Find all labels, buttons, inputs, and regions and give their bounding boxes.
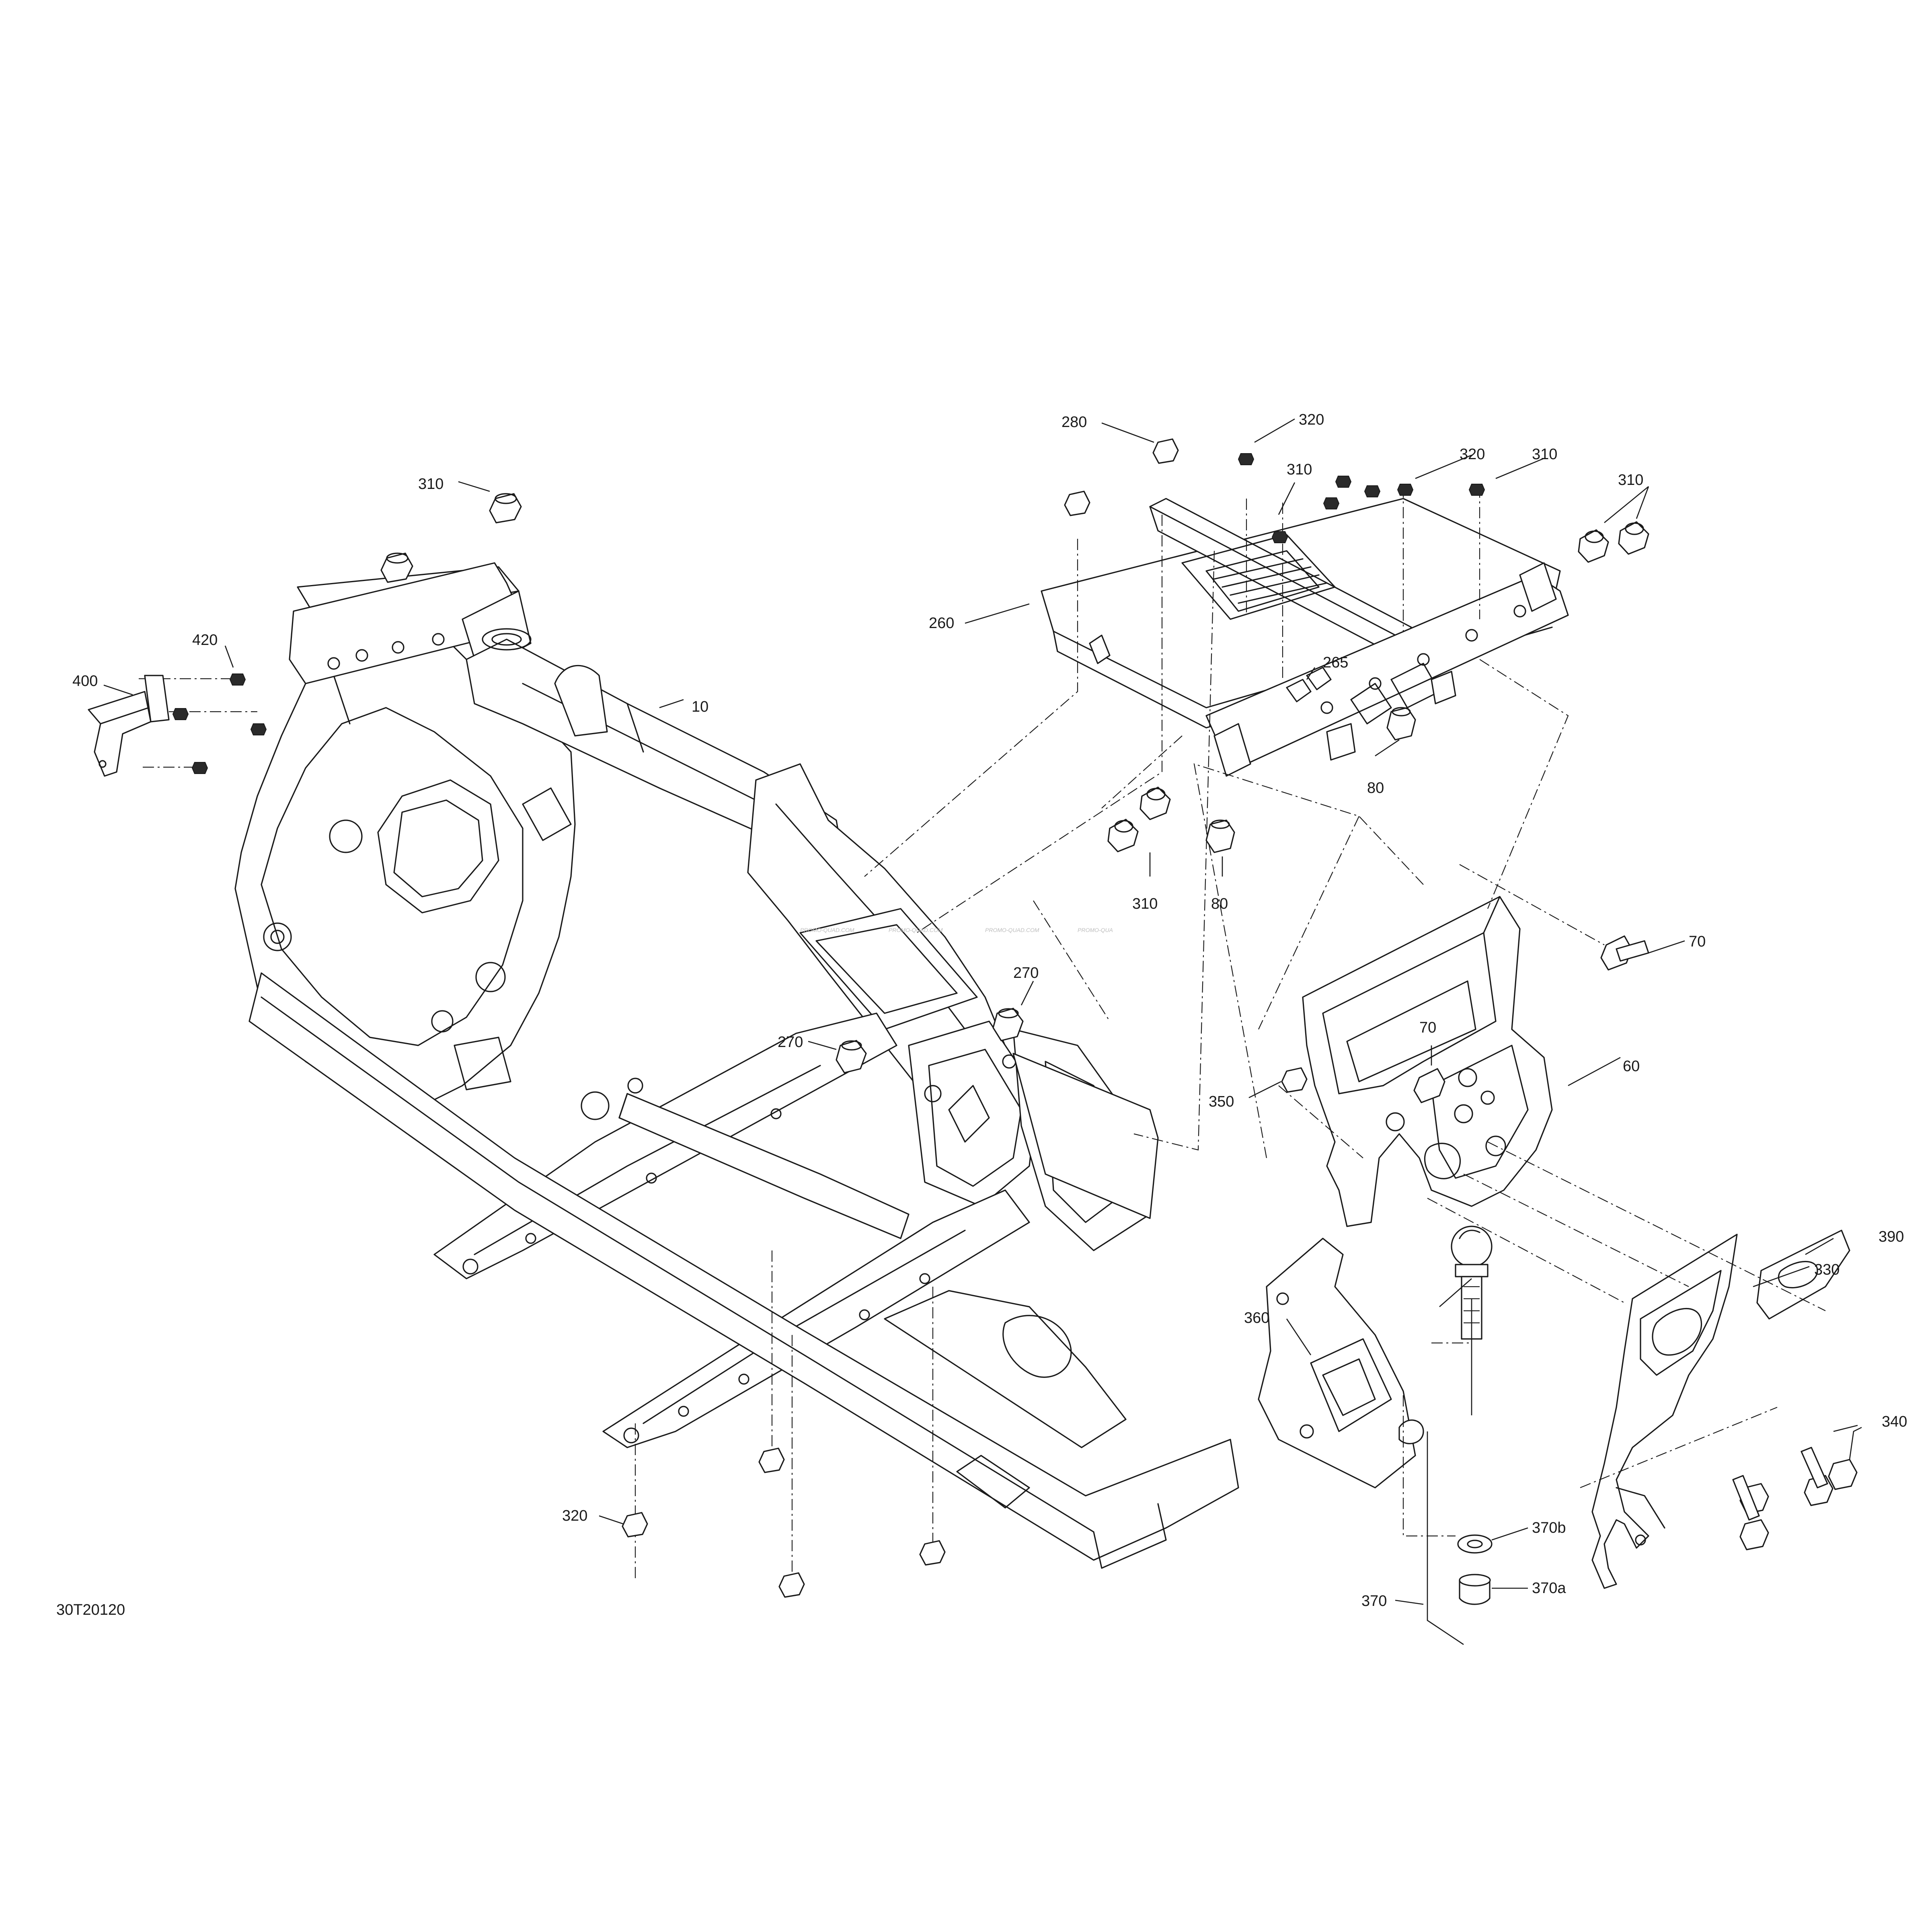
callout-420: 420 xyxy=(192,632,218,649)
rear-subframe xyxy=(1041,498,1569,777)
leader-lines xyxy=(103,418,1862,1645)
callout-350: 350 xyxy=(1209,1093,1234,1110)
callout-60: 60 xyxy=(1623,1058,1640,1075)
callout-80-left: 80 xyxy=(1211,895,1228,912)
callout-70-bracket: 70 xyxy=(1419,1019,1436,1036)
callout-70-right: 70 xyxy=(1689,933,1706,950)
nut-top-subframe-group xyxy=(1064,438,1485,543)
bolt-70-group xyxy=(1413,935,1649,1103)
watermark-strip: PROMO-QUAD.COM PROMO-QUAD.COM PROMO-QUAD… xyxy=(800,927,1113,933)
callout-310-top: 310 xyxy=(1287,461,1312,478)
hitch-ball-assembly xyxy=(1402,1226,1493,1605)
callout-370a: 370a xyxy=(1532,1580,1566,1597)
hitch-bracket xyxy=(1302,896,1553,1227)
side-bracket xyxy=(1258,1238,1424,1489)
callout-370b: 370b xyxy=(1532,1519,1566,1536)
spacer-80-group xyxy=(1205,707,1416,853)
main-frame xyxy=(234,562,1239,1569)
callout-370: 370 xyxy=(1361,1593,1387,1610)
nut-350 xyxy=(1281,1067,1308,1093)
callout-320-bottom: 320 xyxy=(562,1507,587,1524)
callout-80-right: 80 xyxy=(1367,780,1384,797)
nut-320-bottom-group xyxy=(622,1447,946,1598)
backing-plate xyxy=(1756,1230,1850,1320)
callout-310-frame: 310 xyxy=(418,476,443,493)
callout-270-top: 270 xyxy=(1013,965,1039,981)
callout-260: 260 xyxy=(929,615,954,632)
callout-310-lower: 310 xyxy=(1132,895,1158,912)
nut-420-group xyxy=(172,673,267,774)
diagram-id: 30T20120 xyxy=(56,1601,125,1618)
bushing-310-group xyxy=(1107,521,1649,852)
callout-330: 330 xyxy=(1814,1261,1840,1278)
callout-400: 400 xyxy=(72,673,98,690)
spacer-270-group xyxy=(836,1008,1024,1074)
callout-310-bushings: 310 xyxy=(1618,472,1643,489)
callout-310-right: 310 xyxy=(1532,446,1557,463)
watermark-text: PROMO-QUAD.COM xyxy=(985,927,1039,933)
nut-310-frame-group xyxy=(380,493,522,583)
watermark-text: PROMO-QUA xyxy=(1078,927,1113,933)
mount-bracket xyxy=(88,675,170,777)
callout-360: 360 xyxy=(1244,1310,1269,1326)
callout-280: 280 xyxy=(1061,414,1087,431)
bolt-340-group xyxy=(1732,1447,1858,1550)
callout-320-right: 320 xyxy=(1460,446,1485,463)
watermark-text: PROMO-QUAD.COM xyxy=(889,927,943,933)
callout-10: 10 xyxy=(692,698,708,715)
callout-340: 340 xyxy=(1882,1413,1907,1430)
watermark-text: PROMO-QUAD.COM xyxy=(800,927,854,933)
callout-265: 265 xyxy=(1323,654,1348,671)
hitch-plate xyxy=(1591,1234,1738,1589)
callout-320-top: 320 xyxy=(1299,411,1324,428)
callout-390: 390 xyxy=(1879,1228,1904,1245)
callout-270-left: 270 xyxy=(778,1034,803,1051)
fasteners xyxy=(172,438,1858,1598)
callout-labels: 310 420 400 10 280 320 310 320 310 310 2… xyxy=(56,411,1907,1618)
bolt-265-group xyxy=(1286,667,1332,702)
